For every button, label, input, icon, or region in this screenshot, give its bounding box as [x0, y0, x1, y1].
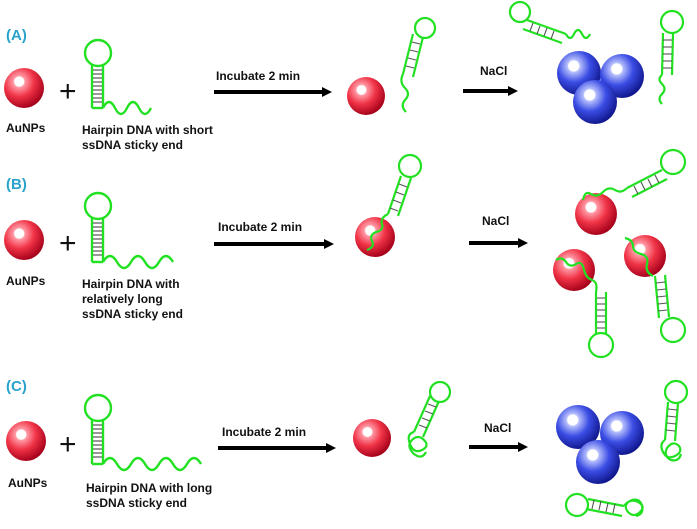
- panel-a: (A) AuNPs + Hairpin DNA with short ssDNA…: [4, 0, 685, 152]
- nacl-label: NaCl: [480, 64, 507, 78]
- dna-coated-nanoparticle: [355, 153, 423, 257]
- dispersed-nanoparticle: [575, 148, 687, 235]
- nacl-label: NaCl: [482, 214, 509, 228]
- gold-nanoparticle: [4, 220, 44, 260]
- nacl-label: NaCl: [484, 421, 511, 435]
- aunps-label: AuNPs: [6, 121, 46, 135]
- gold-nanoparticle: [347, 77, 385, 115]
- hairpin-dna: [83, 191, 175, 270]
- dna-caption: Hairpin DNA with relatively long ssDNA s…: [82, 277, 183, 321]
- free-hairpin-dna: [660, 379, 689, 462]
- hairpin-dna: [83, 38, 153, 116]
- gold-nanoparticle: [6, 421, 46, 461]
- hairpin-dna: [83, 393, 203, 472]
- free-hairpin-dna: [508, 0, 591, 45]
- dispersed-nanoparticle: [624, 235, 687, 344]
- incubate-label: Incubate 2 min: [222, 425, 306, 439]
- aunps-label: AuNPs: [8, 476, 48, 490]
- incubate-label: Incubate 2 min: [216, 69, 300, 83]
- panel-label: (C): [6, 378, 27, 395]
- aggregated-nanoparticles: [556, 405, 644, 484]
- panel-b: (B) AuNPs + Hairpin DNA with relatively …: [4, 148, 687, 359]
- free-hairpin-dna: [658, 9, 685, 105]
- dna-caption: Hairpin DNA with short ssDNA sticky end: [82, 123, 216, 152]
- bound-hairpin-dna: [400, 16, 437, 113]
- aunps-label: AuNPs: [6, 274, 46, 288]
- dispersed-nanoparticle: [553, 249, 615, 359]
- plus-sign: +: [59, 75, 77, 108]
- dna-caption: Hairpin DNA with long ssDNA sticky end: [86, 481, 216, 510]
- panel-c: (C) AuNPs + Hairpin DNA with long ssDNA …: [6, 378, 689, 518]
- gold-nanoparticle: [4, 68, 44, 108]
- aggregated-nanoparticles: [557, 51, 644, 124]
- dna-wrapped-nanoparticle: [353, 380, 452, 458]
- plus-sign: +: [59, 227, 77, 260]
- panel-label: (A): [6, 27, 27, 44]
- free-hairpin-dna: [564, 492, 644, 518]
- panel-label: (B): [6, 176, 27, 193]
- incubate-label: Incubate 2 min: [218, 220, 302, 234]
- plus-sign: +: [59, 428, 77, 461]
